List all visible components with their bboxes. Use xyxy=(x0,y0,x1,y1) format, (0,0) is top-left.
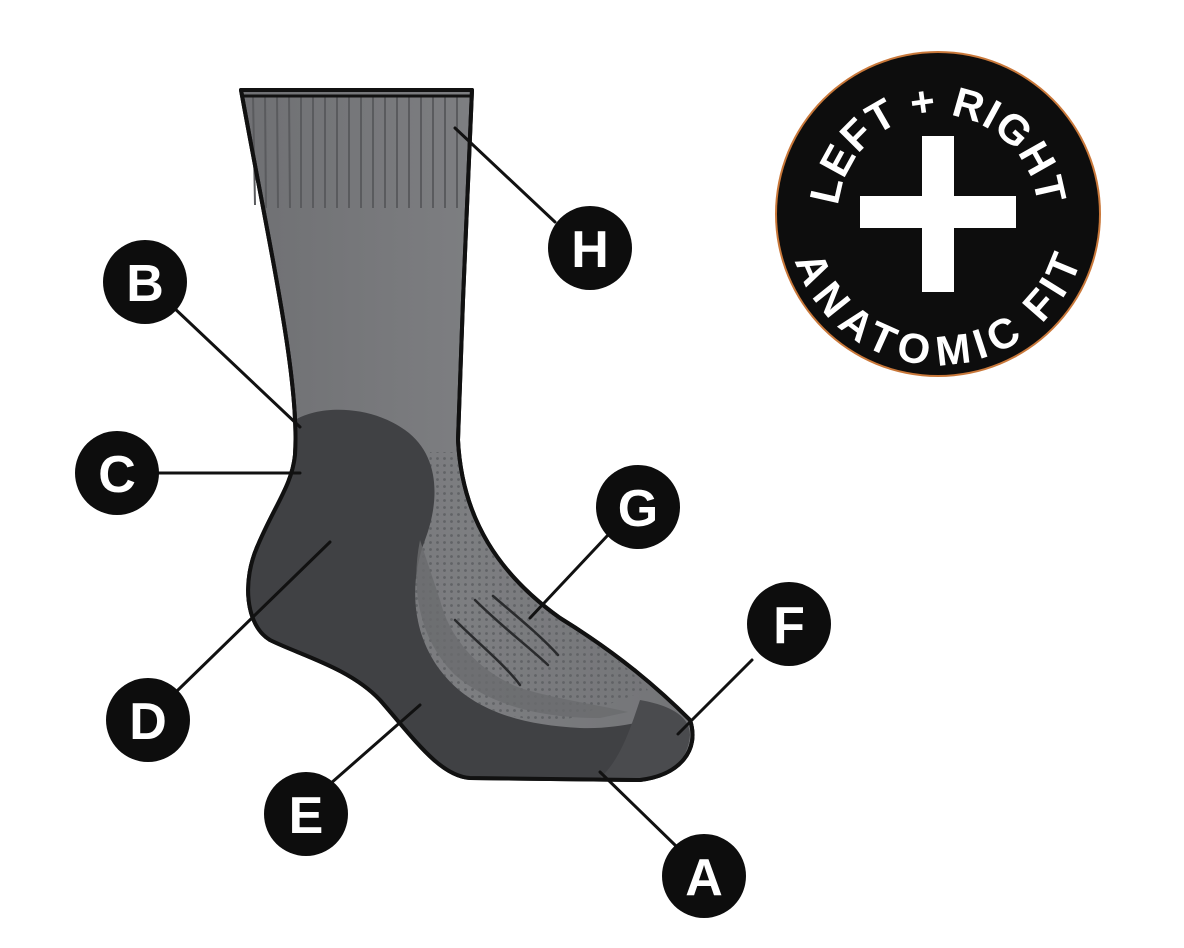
callout-g-letter: G xyxy=(618,480,658,538)
callout-d: D xyxy=(106,678,190,762)
instep-contours xyxy=(453,594,560,687)
instep-mesh-zone xyxy=(411,452,648,722)
callout-f-letter: F xyxy=(773,597,805,655)
callout-h: H xyxy=(548,206,632,290)
callout-e-letter: E xyxy=(289,787,324,845)
leader-d xyxy=(176,540,332,692)
leader-b xyxy=(170,304,302,429)
callout-c-letter: C xyxy=(98,446,136,504)
cuff-ribbing xyxy=(252,95,458,209)
callout-b: B xyxy=(103,240,187,324)
callout-a: A xyxy=(662,834,746,918)
callout-f: F xyxy=(747,582,831,666)
callout-e: E xyxy=(264,772,348,856)
anatomic-fit-seal: LEFT + RIGHT ANATOMIC FIT xyxy=(775,51,1101,377)
heel-sole-cushion xyxy=(248,409,687,780)
leader-e xyxy=(328,703,422,786)
leader-lines xyxy=(153,126,754,848)
callout-h-letter: H xyxy=(571,221,609,279)
leader-f xyxy=(676,658,754,736)
callout-d-letter: D xyxy=(129,693,167,751)
callout-g: G xyxy=(596,465,680,549)
leader-h xyxy=(453,126,557,224)
callout-b-letter: B xyxy=(126,255,164,313)
callout-a-letter: A xyxy=(685,849,723,907)
callout-c: C xyxy=(75,431,159,515)
plus-icon xyxy=(860,136,1016,292)
leader-a xyxy=(598,770,678,848)
toe-tip-zone xyxy=(600,700,690,780)
arch-band xyxy=(416,540,628,718)
leader-g xyxy=(528,533,610,620)
sock-illustration xyxy=(239,88,695,782)
